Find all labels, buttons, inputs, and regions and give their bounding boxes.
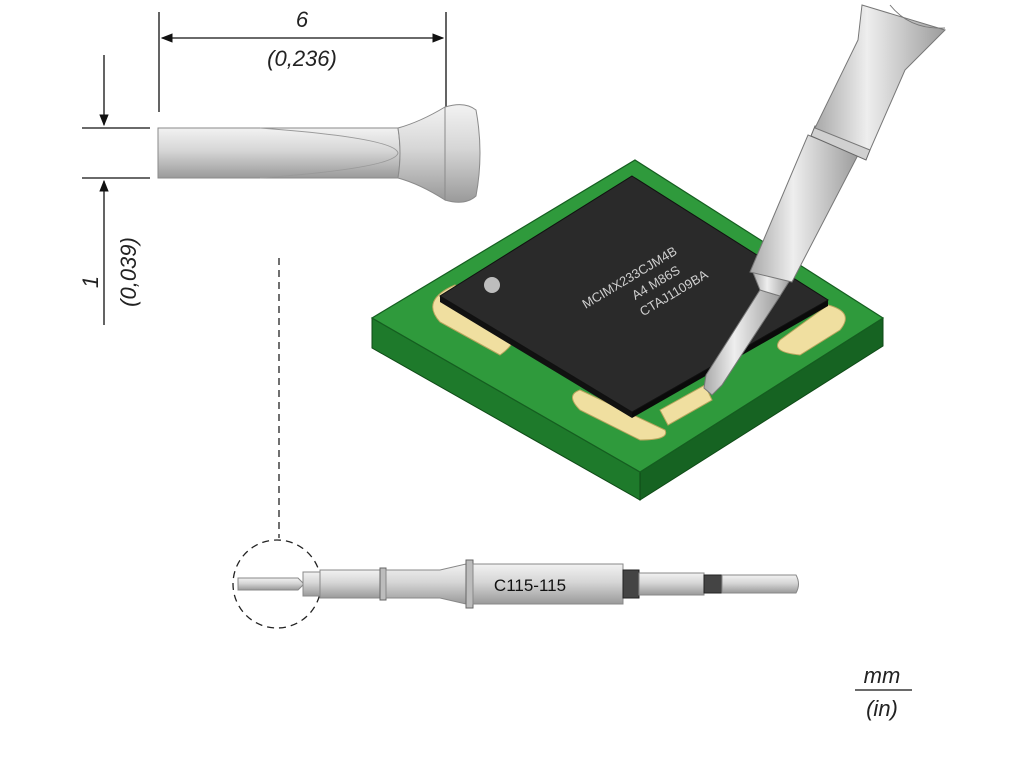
full-tip-body (472, 563, 624, 605)
tip-blade-bevel (259, 127, 399, 179)
tip-collar (444, 104, 481, 203)
full-tip-blade (237, 577, 305, 591)
iron-handle (814, 4, 946, 151)
length-in-label: (0,236) (267, 46, 337, 71)
full-tip-ring-1 (379, 567, 387, 601)
width-dimension: 1 (0,039) (78, 55, 150, 325)
full-tip-dark-band-2 (703, 574, 723, 594)
width-mm-label: 1 (78, 276, 103, 288)
chip-side (440, 296, 632, 418)
full-tip-neck (302, 571, 322, 597)
iron-shaft (749, 134, 859, 283)
full-tip-taper (385, 563, 467, 605)
length-dimension: 6 (0,236) (158, 7, 447, 112)
enlarged-tip (157, 104, 481, 203)
tip-blade (157, 127, 401, 179)
iron-handle-edge (889, 4, 946, 29)
length-mm-label: 6 (296, 7, 309, 32)
solder-pad-bottom (572, 389, 667, 441)
tip-model-label: C115-115 (494, 576, 566, 595)
full-tip-ring-2 (465, 559, 474, 609)
full-tip-dark-band (622, 569, 640, 599)
units-primary: mm (864, 663, 901, 688)
soldering-iron-tool (703, 4, 946, 396)
tip-cone (397, 106, 446, 201)
full-tip-rear (638, 572, 705, 596)
solder-pad-right (777, 304, 846, 356)
units-secondary: (in) (866, 696, 898, 721)
full-tip: C115-115 (232, 539, 799, 629)
width-in-label: (0,039) (116, 237, 141, 307)
units-legend: mm (in) (855, 663, 912, 721)
full-tip-band (319, 569, 381, 599)
solder-pad-bottom-right (659, 384, 713, 426)
chip-pin1-dot (484, 277, 500, 293)
full-tip-end (721, 574, 799, 594)
